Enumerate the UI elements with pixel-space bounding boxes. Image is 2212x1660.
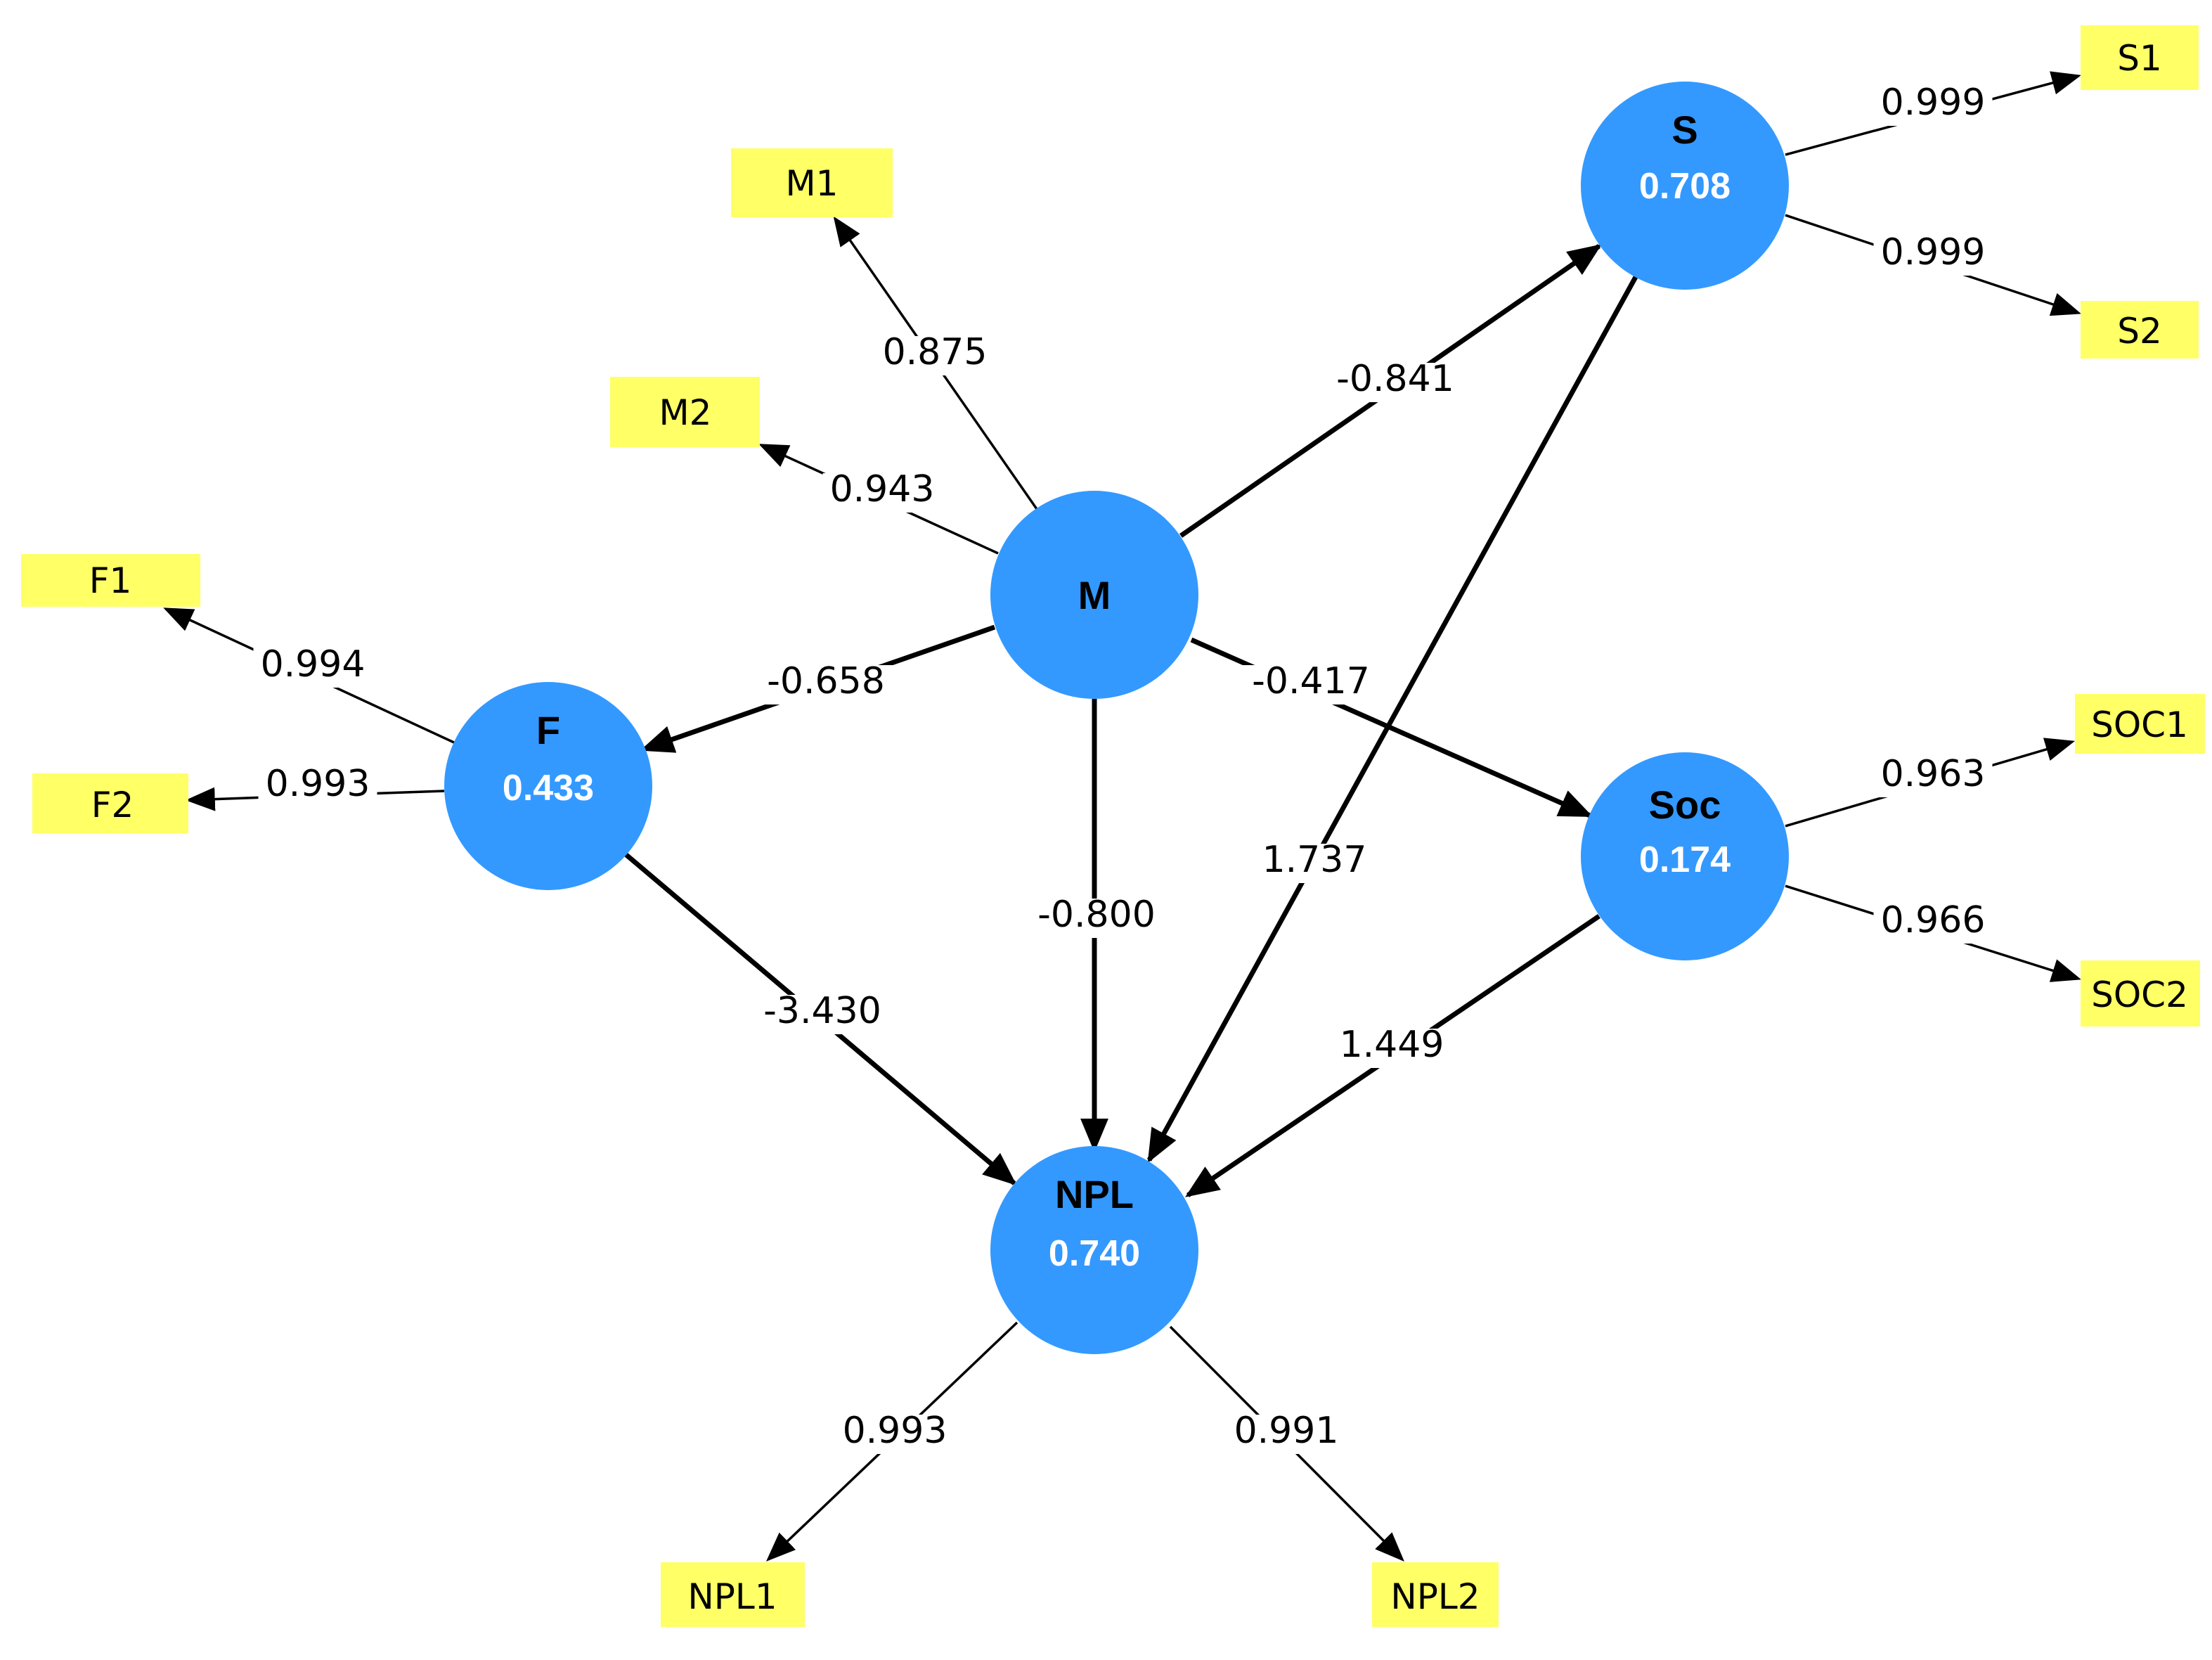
edge-F-NPL-value: -3.430 [763,990,881,1032]
construct-Soc: Soc 0.174 [1581,752,1789,960]
svg-text:NPL2: NPL2 [1390,1576,1480,1617]
svg-text:SOC1: SOC1 [2091,704,2188,745]
svg-text:S2: S2 [2117,311,2162,352]
svg-text:F1: F1 [89,560,132,601]
edge-S-S1-value: 0.999 [1881,82,1986,124]
edge-Soc-SOC1-label: 0.963 [1873,753,1993,797]
indicator-M1: M1 [731,148,893,217]
edge-M-M1-value: 0.875 [883,331,988,373]
edge-M-F-label: -0.658 [756,660,896,704]
edge-S-S2-label: 0.999 [1873,231,1993,276]
svg-text:M2: M2 [659,392,712,433]
svg-text:F2: F2 [91,785,134,825]
svg-text:M: M [1078,573,1111,617]
construct-S-r2: 0.708 [1639,166,1731,207]
indicator-S2: S2 [2081,301,2199,359]
indicator-NPL1: NPL1 [661,1562,805,1627]
edge-NPL-NPL1-label: 0.993 [835,1410,955,1454]
indicator-F1: F1 [21,554,200,607]
indicator-F2: F2 [32,773,188,833]
edge-Soc-SOC2-label: 0.966 [1873,899,1993,944]
indicator-SOC2: SOC2 [2081,960,2200,1027]
svg-text:SOC2: SOC2 [2091,974,2188,1015]
edge-F-F1-label: 0.994 [253,643,373,688]
edge-NPL-NPL2-label: 0.991 [1227,1410,1346,1454]
edge-S-NPL-label: 1.737 [1255,839,1374,883]
svg-text:Soc: Soc [1649,783,1721,827]
edge-S-NPL-value: 1.737 [1262,839,1367,881]
edge-NPL-NPL2-value: 0.991 [1234,1410,1339,1452]
construct-S: S 0.708 [1581,82,1789,290]
edge-M-S-label: -0.841 [1325,358,1466,402]
edge-F-F1-value: 0.994 [261,643,366,686]
edge-Soc-NPL-label: 1.449 [1332,1024,1451,1068]
edge-Soc-NPL-value: 1.449 [1340,1024,1444,1066]
edge-M-NPL-value: -0.800 [1037,894,1156,936]
edge-M-S-value: -0.841 [1336,358,1454,400]
construct-Soc-r2: 0.174 [1639,839,1731,880]
edge-M-Soc-value: -0.417 [1252,660,1370,702]
svg-text:M1: M1 [786,163,839,204]
edge-M-NPL-label: -0.800 [1026,894,1167,938]
indicator-SOC1: SOC1 [2075,694,2205,754]
edge-S-NPL [1146,276,1638,1164]
indicator-NPL2: NPL2 [1372,1562,1499,1627]
construct-NPL: NPL 0.740 [990,1146,1198,1354]
indicator-M2: M2 [610,377,760,447]
svg-text:F: F [536,708,560,752]
edge-S-S2-value: 0.999 [1881,231,1986,274]
indicator-S1: S1 [2081,25,2199,90]
svg-text:S: S [1671,108,1697,152]
edge-Soc-SOC2-value: 0.966 [1881,899,1986,941]
edge-M-F-value: -0.658 [767,660,885,702]
svg-text:NPL: NPL [1055,1172,1134,1216]
construct-NPL-r2: 0.740 [1049,1233,1140,1274]
construct-F: F 0.433 [444,682,652,890]
edge-M-M1-label: 0.875 [875,331,995,375]
edge-labels-layer: -0.658 -0.841 -0.417 -0.800 -3.430 1.737 1.449… [253,82,1993,1454]
svg-text:S1: S1 [2117,38,2162,79]
edge-Soc-SOC1-value: 0.963 [1881,753,1986,795]
edge-M-M2-value: 0.943 [830,468,935,510]
edge-F-F2-label: 0.993 [258,763,377,807]
edge-M-M2-label: 0.943 [822,468,942,513]
svg-text:NPL1: NPL1 [687,1576,777,1617]
edge-F-NPL-label: -3.430 [752,990,893,1034]
edge-NPL-NPL1-value: 0.993 [843,1410,947,1452]
edge-S-S1-label: 0.999 [1873,82,1993,126]
construct-F-r2: 0.433 [503,768,594,809]
edge-M-Soc-label: -0.417 [1241,660,1381,704]
construct-M: M [990,491,1198,699]
edge-F-F2-value: 0.993 [266,763,370,805]
